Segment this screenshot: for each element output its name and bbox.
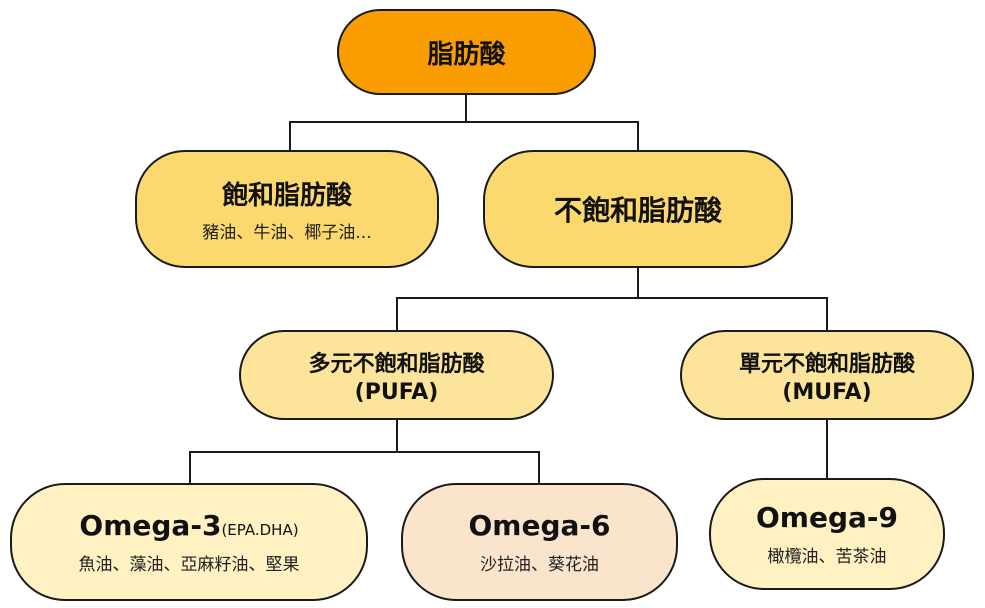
saturated-node: 飽和脂肪酸 豬油、牛油、椰子油... bbox=[135, 150, 439, 268]
omega3-examples: 魚油、藻油、亞麻籽油、堅果 bbox=[78, 555, 300, 575]
mufa-title: 單元不飽和脂肪酸 bbox=[738, 351, 915, 377]
omega3-node: Omega-3(EPA.DHA) 魚油、藻油、亞麻籽油、堅果 bbox=[10, 483, 368, 601]
unsaturated-node: 不飽和脂肪酸 bbox=[483, 150, 793, 268]
omega9-examples: 橄欖油、苦茶油 bbox=[767, 547, 887, 567]
unsaturated-title: 不飽和脂肪酸 bbox=[553, 194, 722, 227]
omega6-node: Omega-6 沙拉油、葵花油 bbox=[401, 483, 678, 601]
omega6-title: Omega-6 bbox=[468, 509, 611, 542]
root-title: 脂肪酸 bbox=[427, 39, 506, 70]
omega3-title: Omega-3 bbox=[79, 509, 222, 542]
omega6-examples: 沙拉油、葵花油 bbox=[480, 555, 599, 575]
omega9-node: Omega-9 橄欖油、苦茶油 bbox=[709, 478, 945, 590]
omega3-heading: Omega-3(EPA.DHA) bbox=[79, 509, 298, 542]
pufa-title: 多元不飽和脂肪酸 bbox=[308, 351, 485, 377]
omega3-note: (EPA.DHA) bbox=[221, 521, 299, 539]
mufa-node: 單元不飽和脂肪酸 (MUFA) bbox=[680, 330, 974, 420]
pufa-node: 多元不飽和脂肪酸 (PUFA) bbox=[239, 330, 554, 420]
mufa-abbr: (MUFA) bbox=[782, 379, 872, 405]
saturated-title: 飽和脂肪酸 bbox=[221, 181, 352, 211]
omega9-title: Omega-9 bbox=[755, 501, 898, 534]
pufa-abbr: (PUFA) bbox=[354, 379, 439, 405]
saturated-examples: 豬油、牛油、椰子油... bbox=[202, 223, 372, 243]
root-node: 脂肪酸 bbox=[337, 9, 596, 95]
